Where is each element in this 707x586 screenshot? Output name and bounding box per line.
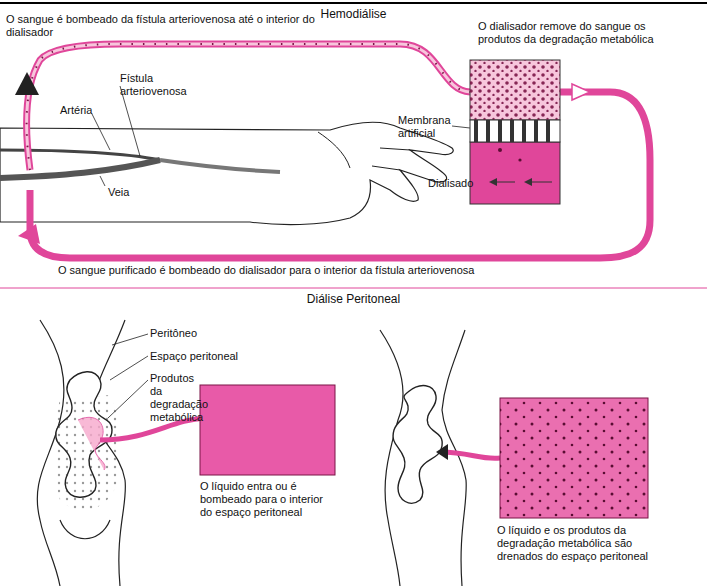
text-label: Espaço peritoneal — [150, 350, 250, 363]
text-label: Veia — [108, 186, 148, 199]
text-label: Peritôneo — [150, 327, 230, 340]
text-label: O sangue purificado é bombeado do dialis… — [58, 264, 678, 277]
text-label: O dialisador remove do sangue os produto… — [478, 20, 658, 46]
text-label: Artéria — [60, 104, 120, 117]
hemodialysis-panel: Hemodiálise — [0, 5, 707, 286]
text-label: O líquido entra ou é bombeado para o int… — [200, 480, 335, 519]
panel-heading: Diálise Peritoneal — [0, 290, 707, 306]
text-label: Dialisado — [428, 177, 488, 190]
text-label: Membrana artificial — [398, 114, 456, 140]
text-label: O sangue é bombeado da fístula arteriove… — [6, 13, 346, 39]
text-label: Produtos da degradação metabólica — [150, 372, 200, 424]
text-label: Fístula arteriovenosa — [120, 72, 190, 98]
text-label: O líquido e os produtos da degradação me… — [497, 524, 652, 563]
